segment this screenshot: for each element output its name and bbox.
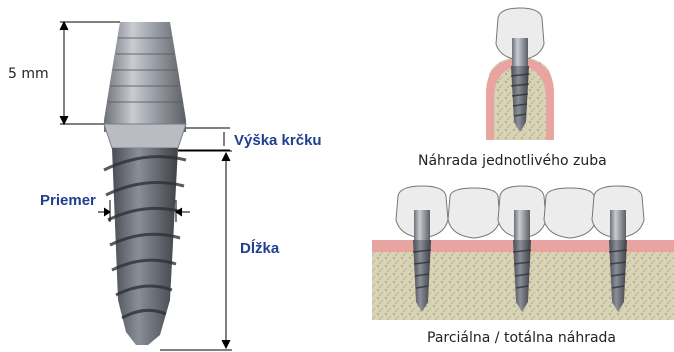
implant-model [104,22,186,345]
single-tooth-illustration [486,8,554,140]
single-tooth-caption: Náhrada jednotlivého zuba [418,153,607,169]
abutment-height-label: 5 mm [8,66,49,82]
partial-bridge-illustration [372,186,674,320]
length-label: Dĺžka [240,240,279,257]
implant-body [112,148,178,345]
neck-height-label: Výška krčku [234,132,322,149]
implant-neck [104,124,186,148]
partial-caption: Parciálna / totálna náhrada [427,330,616,346]
diameter-label: Priemer [40,192,96,209]
